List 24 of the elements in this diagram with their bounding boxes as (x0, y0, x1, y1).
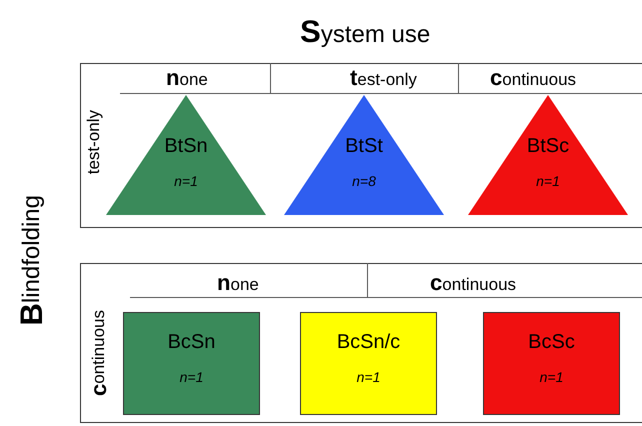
sample-size: n=1 (535, 173, 561, 189)
axis-title: Blindfolding (14, 195, 50, 326)
square-box (300, 312, 437, 415)
group-code: BtSn (163, 135, 209, 158)
column-header: none (166, 65, 208, 91)
row-header: test-only (84, 110, 104, 174)
axis-title: System use (300, 14, 430, 50)
sample-size: n=1 (538, 369, 564, 385)
square-box (483, 312, 620, 415)
column-header: none (217, 270, 259, 296)
group-code: BtSc (526, 135, 570, 158)
sample-size: n=1 (178, 369, 204, 385)
square-box (123, 312, 260, 415)
column-header: continuous (430, 270, 516, 296)
group-code: BcSn (166, 331, 216, 354)
row-header: continuous (86, 310, 112, 396)
column-header: test-only (350, 65, 417, 91)
group-code: BtSt (344, 135, 384, 158)
group-code: BcSc (527, 331, 576, 354)
sample-size: n=1 (356, 369, 382, 385)
group-code: BcSn/c (336, 331, 402, 354)
sample-size: n=8 (351, 173, 377, 189)
column-header: continuous (490, 65, 576, 91)
sample-size: n=1 (173, 173, 199, 189)
